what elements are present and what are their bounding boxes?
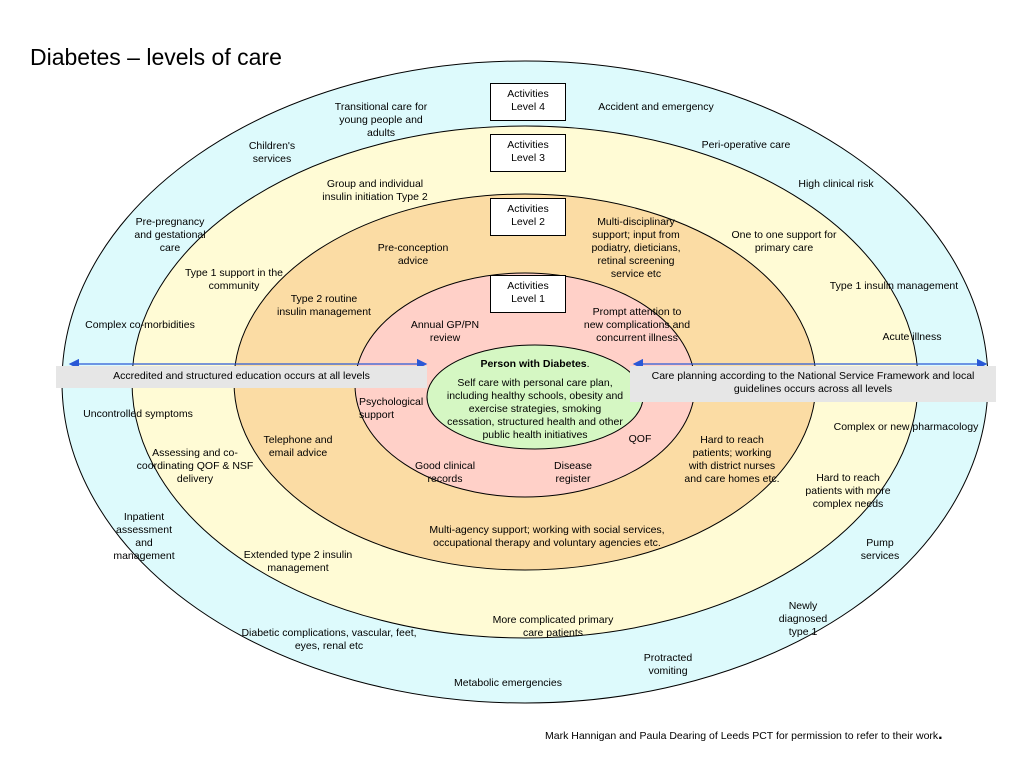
activities-level4-box: Activities Level 4 [490,83,566,121]
label-psychological-support: Psychological support [359,396,424,421]
label-qof: QOF [628,433,652,445]
label-good-clinical-records: Good clinical records [414,460,476,485]
label-group-insulin-initiation: Group and individual insulin initiation … [322,178,428,203]
label-pre-conception-advice: Pre-conception advice [377,242,449,267]
center-heading-text: Person with Diabetes [480,358,587,370]
footnote: Mark Hannigan and Paula Dearing of Leeds… [545,726,943,744]
label-more-complicated-primary: More complicated primary care patients [492,614,614,639]
label-childrens-services: Children's services [248,140,296,165]
label-disease-register: Disease register [554,460,592,485]
label-metabolic-emergencies: Metabolic emergencies [454,677,562,689]
label-perioperative-care: Peri-operative care [701,139,791,151]
label-complex-comorbidities: Complex co-morbidities [85,319,195,331]
label-prompt-attention: Prompt attention to new complications an… [583,306,691,344]
label-uncontrolled-symptoms: Uncontrolled symptoms [83,408,193,420]
center-heading: Person with Diabetes. [455,358,615,371]
footnote-text: Mark Hannigan and Paula Dearing of Leeds… [545,730,939,742]
label-accident-emergency: Accident and emergency [598,101,714,113]
label-multi-disciplinary-support: Multi-disciplinary support; input from p… [591,216,681,280]
label-high-clinical-risk: High clinical risk [798,178,874,190]
activities-level2-box: Activities Level 2 [490,198,566,236]
footnote-dot: . [938,726,943,743]
label-protracted-vomiting: Protracted vomiting [643,652,693,677]
label-hard-to-reach-complex: Hard to reach patients with more complex… [805,472,891,510]
activities-level1-box: Activities Level 1 [490,275,566,313]
label-one-to-one-support: One to one support for primary care [731,229,837,254]
center-heading-suffix: . [586,358,590,370]
label-transitional-care: Transitional care for young people and a… [334,101,428,139]
label-type2-routine-insulin: Type 2 routine insulin management [277,293,371,318]
care-planning-band: Care planning according to the National … [630,366,996,402]
label-pre-pregnancy: Pre-pregnancy and gestational care [134,216,206,254]
page-title: Diabetes – levels of care [30,44,282,70]
label-type1-support-community: Type 1 support in the community [184,267,284,292]
label-acute-illness: Acute illness [882,331,942,343]
center-text: Self care with personal care plan, inclu… [446,377,624,441]
label-telephone-email-advice: Telephone and email advice [263,434,333,459]
label-multi-agency-support: Multi-agency support; working with socia… [429,524,665,549]
activities-level3-box: Activities Level 3 [490,134,566,172]
education-band: Accredited and structured education occu… [56,366,427,388]
label-pump-services: Pump services [860,537,900,562]
label-assessing-qof-nsf: Assessing and co- coordinating QOF & NSF… [136,447,254,485]
label-newly-diagnosed-type1: Newly diagnosed type 1 [778,600,828,638]
label-diabetic-complications: Diabetic complications, vascular, feet, … [241,627,417,652]
label-hard-to-reach-district: Hard to reach patients; working with dis… [684,434,780,485]
label-complex-new-pharmacology: Complex or new pharmacology [833,421,979,433]
label-extended-type2-insulin: Extended type 2 insulin management [243,549,353,574]
label-annual-gp-review: Annual GP/PN review [410,319,480,344]
label-inpatient-assessment: Inpatient assessment and management [113,511,175,562]
label-type1-insulin-management: Type 1 insulin management [829,280,959,292]
